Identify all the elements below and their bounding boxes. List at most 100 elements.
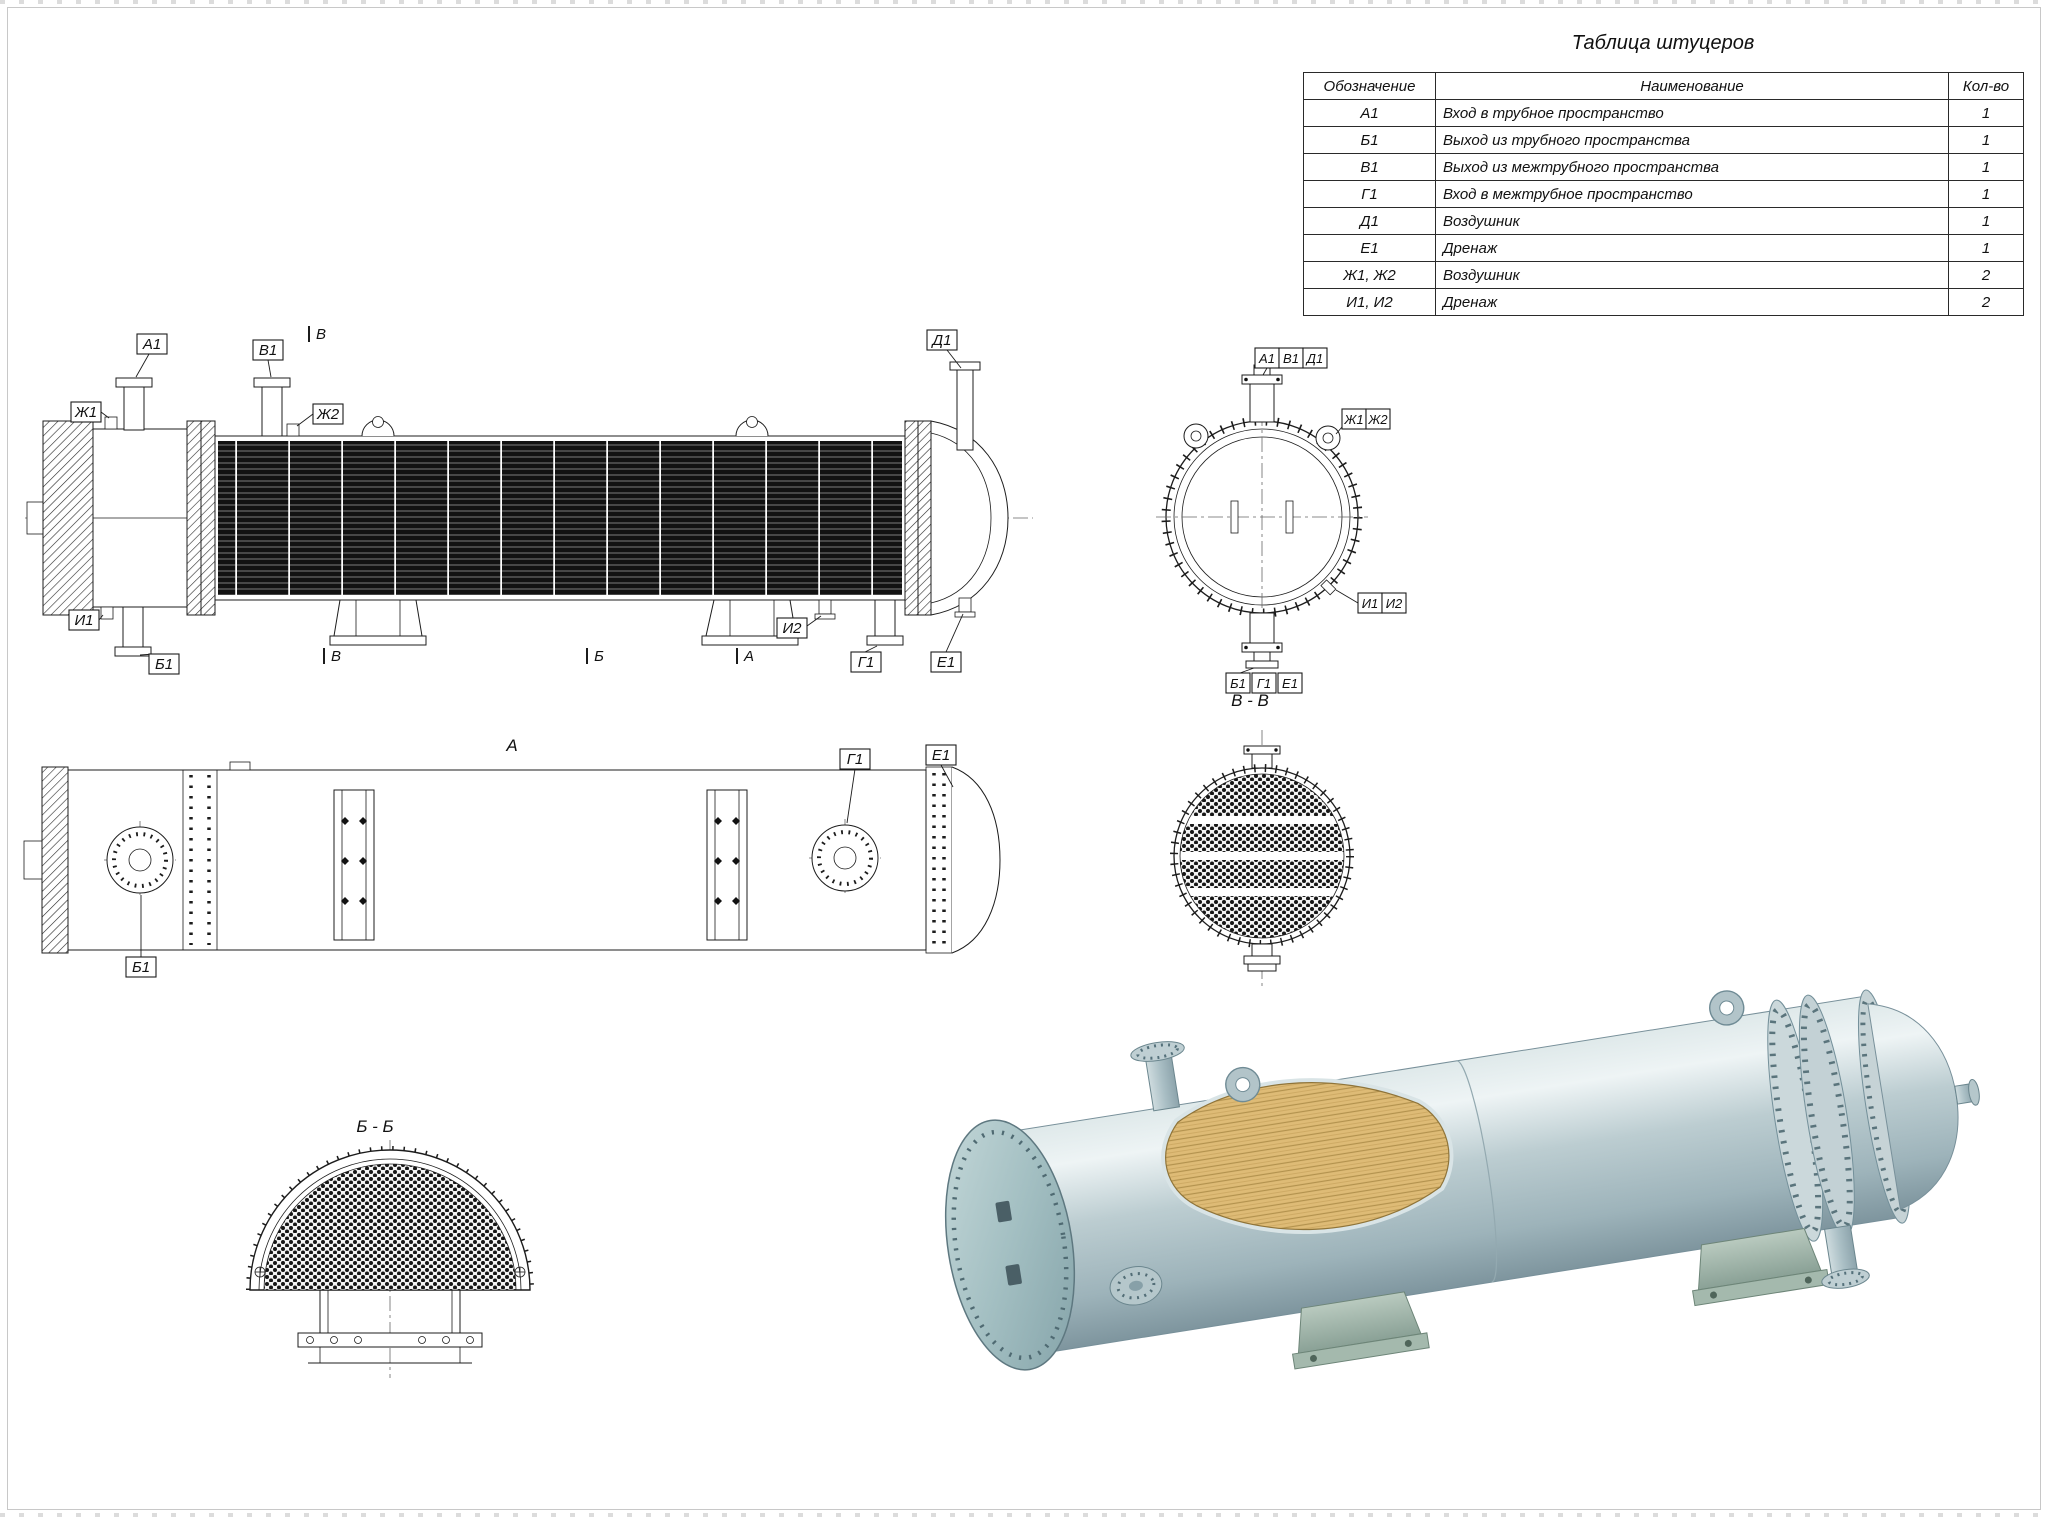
saddle-support-left — [329, 599, 427, 646]
cell-name: Вход в трубное пространство — [1435, 99, 1949, 127]
cell-qty: 1 — [1948, 180, 2024, 208]
section-vv-title: В - В — [1231, 691, 1269, 710]
cell-designation: Г1 — [1303, 180, 1436, 208]
face-handle-bottom — [1005, 1264, 1022, 1286]
callout-g1: Г1 — [839, 748, 871, 824]
col-header-qty: Кол-во — [1948, 72, 2024, 100]
svg-text:Д1: Д1 — [931, 332, 952, 349]
cell-designation: В1 — [1303, 153, 1436, 181]
lifting-lug-3d-right — [1709, 990, 1745, 1026]
cell-name: Выход из межтрубного пространства — [1435, 153, 1949, 181]
nozzle-b1-flange-face — [104, 821, 176, 899]
svg-text:В: В — [331, 648, 341, 665]
nozzle-g1 — [866, 599, 904, 646]
callout-zh1-zh2: Ж1 Ж2 — [1335, 408, 1391, 435]
support-strap-right — [706, 789, 748, 941]
vent-nozzle-3d — [1130, 1041, 1185, 1112]
svg-text:Е1: Е1 — [1282, 676, 1298, 691]
front-small-flange-3d — [1109, 1266, 1163, 1306]
svg-text:Д1: Д1 — [1305, 351, 1323, 366]
cell-qty: 2 — [1948, 288, 2024, 316]
drain-i1-stub — [100, 606, 114, 620]
cell-name: Вход в межтрубное пространство — [1435, 180, 1949, 208]
section-marker-v-top: В — [308, 326, 326, 343]
edge-ticks-bottom — [0, 1513, 2048, 1517]
nozzle-d1 — [949, 361, 981, 451]
nameplate-bracket — [229, 761, 251, 771]
svg-text:Г1: Г1 — [858, 654, 875, 671]
drain-fitting — [1320, 579, 1337, 596]
drain-i2-stub — [814, 599, 836, 620]
svg-text:Б1: Б1 — [132, 959, 150, 976]
saddle-support-3d-left — [1291, 1291, 1430, 1370]
callout-d1: Д1 — [926, 329, 962, 369]
view-arrow-a: А — [736, 648, 754, 665]
tube-bundle-cutaway-3d — [1161, 1078, 1454, 1234]
callout-a1: А1 — [135, 333, 168, 378]
svg-text:Е1: Е1 — [932, 747, 950, 764]
shell-barrel — [67, 769, 927, 951]
cell-designation: Е1 — [1303, 234, 1436, 262]
svg-text:И2: И2 — [782, 620, 802, 637]
callout-e1: Е1 — [930, 613, 964, 673]
pass-plate-3 — [1180, 888, 1344, 896]
callout-zh1: Ж1 — [70, 401, 110, 423]
cell-designation: И1, И2 — [1303, 288, 1436, 316]
svg-text:Ж2: Ж2 — [316, 406, 340, 423]
tubesheet-flange-1 — [186, 420, 202, 616]
support-stem — [319, 1290, 461, 1333]
callout-d1: Д1 — [1302, 347, 1328, 369]
cell-designation: Б1 — [1303, 126, 1436, 154]
edge-ticks-top — [0, 0, 2048, 4]
svg-text:И1: И1 — [74, 612, 93, 629]
lug-right — [1315, 425, 1341, 451]
dished-head-3d — [1867, 1003, 1980, 1210]
dome-inner-rim — [258, 1158, 522, 1291]
top-stub — [1243, 745, 1281, 769]
svg-text:Б1: Б1 — [1230, 676, 1246, 691]
view-main-longitudinal: А1 В1 Ж1 Ж2 Д1 И1 Б1 — [25, 326, 1033, 675]
shell-rim — [1179, 773, 1345, 939]
svg-text:Е1: Е1 — [937, 654, 955, 671]
face-handle-top — [995, 1200, 1012, 1223]
vent-zh1-stub — [104, 416, 118, 430]
weld-symbol-right — [514, 1266, 526, 1278]
nozzle-b1 — [114, 606, 152, 657]
tubesheet-flange-2 — [200, 420, 216, 616]
weld-symbol-left — [254, 1266, 266, 1278]
svg-text:Ж2: Ж2 — [1367, 412, 1388, 427]
dished-head — [951, 766, 1001, 954]
girth-flange-pair-3d — [1767, 994, 1855, 1242]
cell-qty: 1 — [1948, 99, 2024, 127]
flange-ring-right — [925, 766, 953, 954]
nozzle-v1 — [253, 377, 291, 437]
tube-field — [263, 1163, 517, 1291]
section-bb: Б - Б — [246, 1117, 534, 1378]
render-3d-isometric — [944, 989, 1980, 1371]
svg-text:Б: Б — [594, 648, 604, 665]
lifting-lug-right — [735, 416, 769, 437]
svg-text:И1: И1 — [1362, 596, 1379, 611]
callout-g1: Г1 — [850, 645, 882, 673]
svg-text:Г1: Г1 — [1257, 676, 1271, 691]
lug-left — [1183, 423, 1209, 449]
left-stub — [26, 501, 44, 535]
pass-plate-2 — [1180, 852, 1344, 860]
base-plate — [297, 1332, 483, 1348]
weld-seam-3d — [1456, 1060, 1498, 1283]
baffle-lines — [218, 441, 902, 595]
lifting-lug-3d-left — [1225, 1066, 1261, 1103]
callout-b1-g1-e1: Б1 Г1 Е1 — [1225, 667, 1303, 694]
front-face-3d — [944, 1119, 1076, 1371]
callout-a1: А1 — [1254, 347, 1280, 376]
cell-name: Воздушник — [1435, 261, 1949, 289]
shell-flange-1 — [904, 420, 919, 616]
svg-text:В: В — [316, 326, 326, 343]
svg-text:А: А — [743, 648, 754, 665]
section-vv: В - В — [1170, 691, 1354, 990]
